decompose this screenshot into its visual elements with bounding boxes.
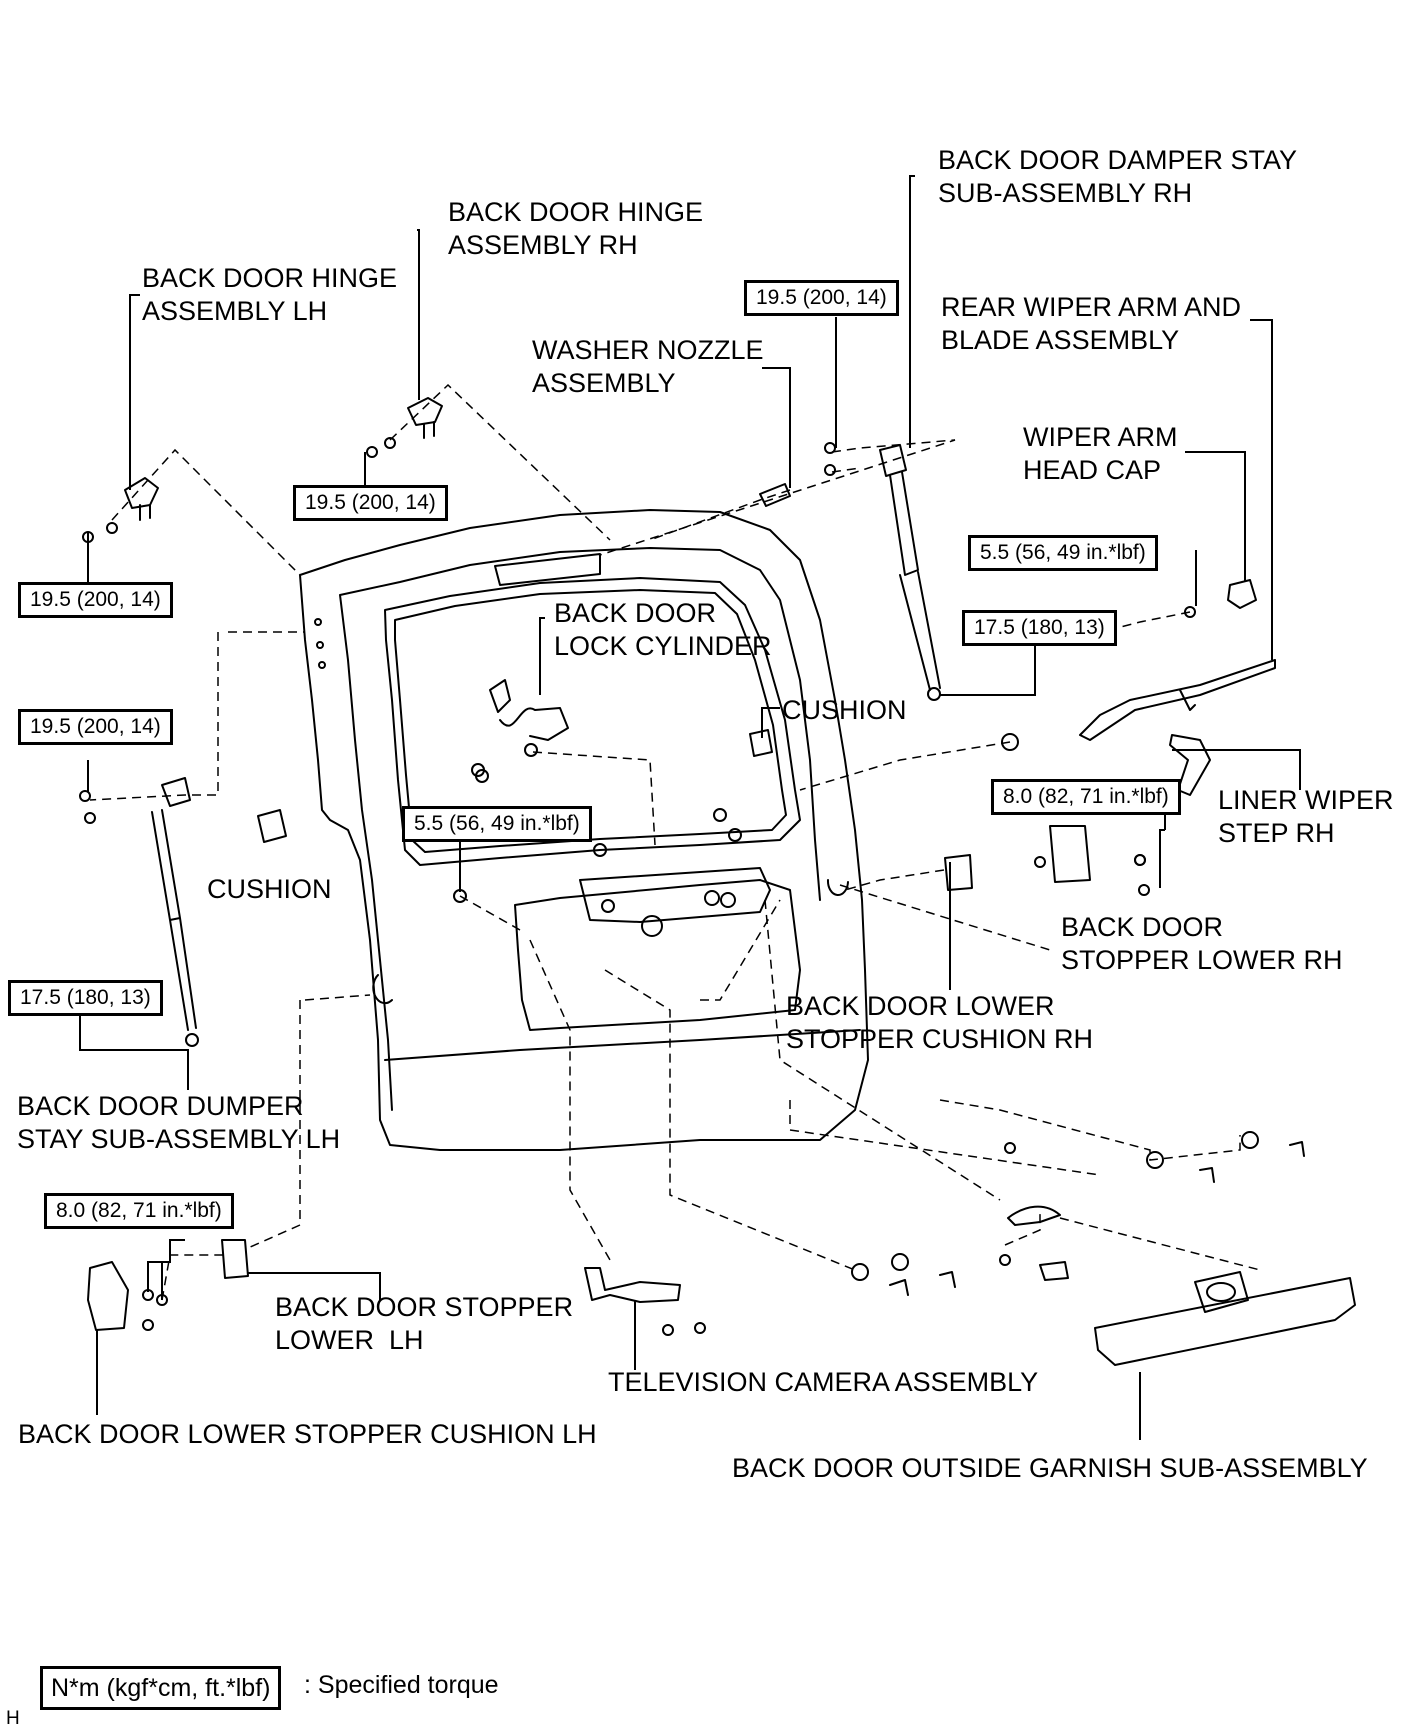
label-cushion-left: CUSHION	[207, 874, 332, 904]
high-mount-stop-lamp	[494, 553, 601, 586]
label-stopper-lower-rh: BACK DOOR STOPPER LOWER RH	[1061, 912, 1343, 975]
label-lock-cylinder: BACK DOOR LOCK CYLINDER	[554, 598, 772, 661]
television-camera-part	[584, 1267, 681, 1303]
liner-wiper-step-part	[1169, 734, 1211, 796]
door-lower-line	[384, 1029, 861, 1061]
label-washer-nozzle: WASHER NOZZLE ASSEMBLY	[532, 335, 764, 398]
garnish-emblem	[1194, 1271, 1249, 1313]
legend-text: : Specified torque	[304, 1671, 499, 1699]
label-stopper-lower-lh: BACK DOOR STOPPER LOWER LH	[275, 1292, 574, 1355]
label-wiper-arm-head-cap: WIPER ARM HEAD CAP	[1023, 422, 1178, 485]
outside-garnish-part	[1094, 1277, 1356, 1366]
back-window-inner	[394, 589, 787, 853]
lower-stopper-cushion-rh-part	[944, 854, 973, 891]
torque-stopper-rh: 8.0 (82, 71 in.*lbf)	[991, 779, 1181, 815]
damper-stay-lh-part	[151, 777, 197, 1031]
label-dumper-stay-lh: BACK DOOR DUMPER STAY SUB-ASSEMBLY LH	[17, 1091, 341, 1154]
label-rear-wiper-arm: REAR WIPER ARM AND BLADE ASSEMBLY	[941, 292, 1242, 355]
torque-damper-rh-bottom: 17.5 (180, 13)	[962, 610, 1117, 646]
corner-code: H	[6, 1708, 20, 1729]
label-hinge-lh: BACK DOOR HINGE ASSEMBLY LH	[142, 263, 398, 326]
stopper-lower-rh-part	[1049, 825, 1091, 883]
label-cushion-right: CUSHION	[782, 695, 907, 725]
torque-damper-rh-top: 19.5 (200, 14)	[744, 280, 899, 316]
back-door-panel	[299, 509, 869, 1151]
legend-torque-box: N*m (kgf*cm, ft.*lbf)	[40, 1666, 282, 1710]
label-lower-stopper-cushion-rh: BACK DOOR LOWER STOPPER CUSHION RH	[786, 991, 1094, 1054]
torque-hinge-lh: 19.5 (200, 14)	[18, 582, 173, 618]
garnish-mounting-area	[579, 867, 771, 923]
hinge-lh-part	[124, 477, 159, 509]
washer-nozzle-part	[759, 483, 791, 507]
label-liner-wiper-step: LINER WIPER STEP RH	[1218, 785, 1394, 848]
license-plate-recess	[514, 879, 801, 1031]
cushion-left-part	[257, 809, 287, 843]
back-door-inner-edge	[339, 547, 821, 1111]
label-tv-camera: TELEVISION CAMERA ASSEMBLY	[608, 1367, 1039, 1397]
torque-stopper-lh: 8.0 (82, 71 in.*lbf)	[44, 1193, 234, 1229]
label-damper-stay-rh: BACK DOOR DAMPER STAY SUB-ASSEMBLY RH	[938, 145, 1298, 208]
label-hinge-rh: BACK DOOR HINGE ASSEMBLY RH	[448, 197, 704, 260]
torque-wiper-nut: 5.5 (56, 49 in.*lbf)	[968, 535, 1158, 571]
lock-cylinder-part	[489, 679, 569, 741]
rear-wiper-arm-part	[1079, 659, 1276, 741]
torque-damper-lh-bottom: 17.5 (180, 13)	[8, 980, 163, 1016]
label-outside-garnish: BACK DOOR OUTSIDE GARNISH SUB-ASSEMBLY	[732, 1453, 1368, 1483]
lower-stopper-cushion-lh-part	[87, 1261, 129, 1331]
torque-lock-cylinder: 5.5 (56, 49 in.*lbf)	[402, 806, 592, 842]
stopper-lower-lh-part	[221, 1239, 249, 1279]
back-window-glass	[384, 577, 801, 866]
torque-damper-lh-top: 19.5 (200, 14)	[18, 709, 173, 745]
damper-stay-rh-part	[879, 444, 941, 691]
hinge-rh-part	[407, 397, 443, 426]
label-lower-stopper-cushion-lh: BACK DOOR LOWER STOPPER CUSHION LH	[18, 1419, 597, 1449]
wiper-arm-head-cap-part	[1227, 579, 1257, 609]
torque-hinge-rh: 19.5 (200, 14)	[293, 485, 448, 521]
